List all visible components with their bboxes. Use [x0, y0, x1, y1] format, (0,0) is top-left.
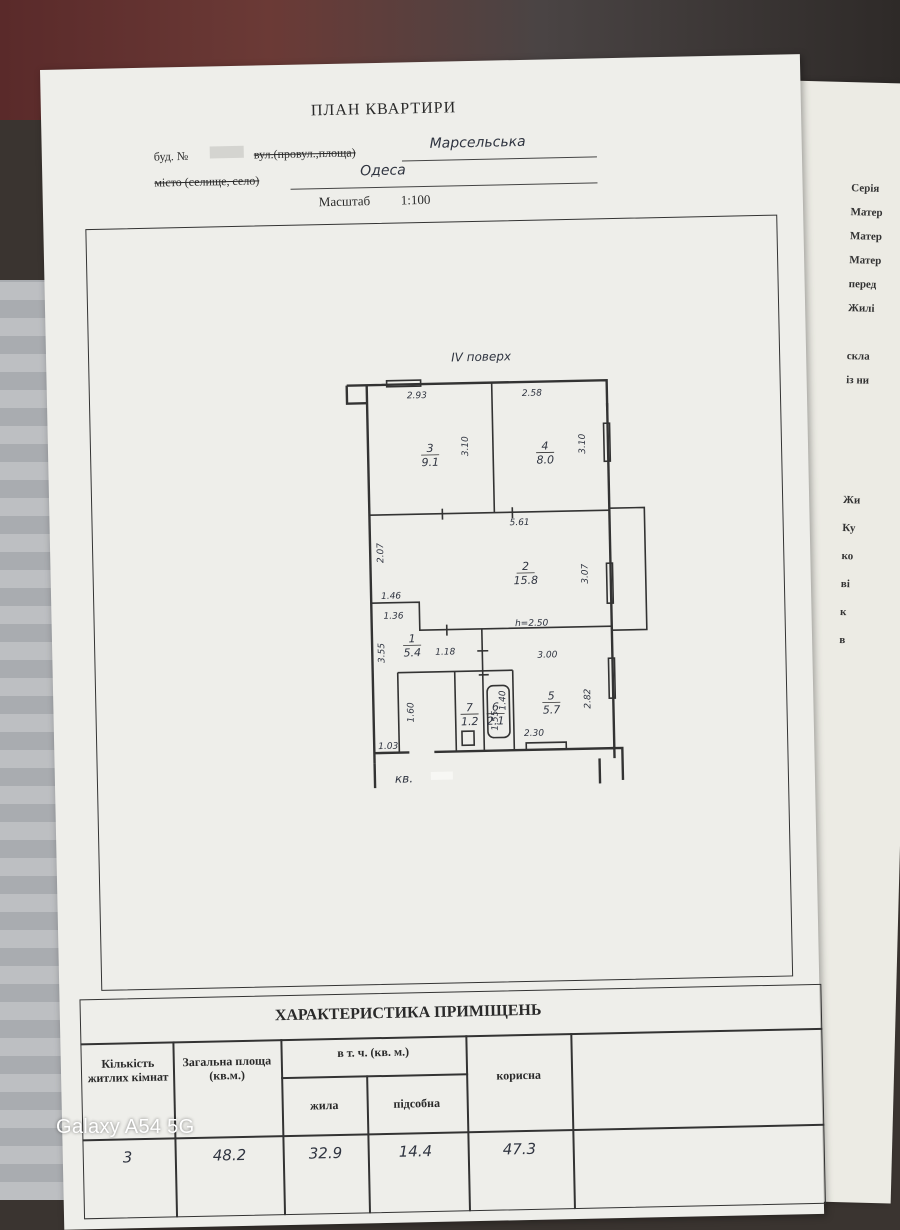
toilet-fixture [462, 731, 474, 745]
dimension-label: 1.40 [498, 690, 508, 711]
dimension-label: 2.82 [583, 688, 593, 709]
outer-wall [609, 748, 623, 780]
dimension-label: 1.60 [406, 702, 416, 723]
room-area: 5.4 [403, 646, 421, 659]
adjacent-text: перед [849, 278, 877, 291]
dimension-label: 3.10 [461, 436, 471, 457]
adjacent-text: скла [847, 350, 870, 363]
dimension-label: 1.03 [378, 742, 399, 752]
dimension-label: 2.93 [407, 391, 428, 401]
adjacent-text: із ни [846, 374, 869, 387]
balcony [609, 507, 647, 630]
partition-wall [455, 671, 457, 751]
outer-wall [347, 385, 367, 403]
apartment-label: кв. [395, 771, 413, 785]
characteristics-table: ХАРАКТЕРИСТИКА ПРИМІЩЕНЬ Кількість житли… [79, 984, 824, 1229]
outer-wall [375, 763, 376, 788]
dimension-label: 1.36 [383, 612, 404, 622]
adjacent-text: Матер [850, 230, 882, 243]
partition-wall [398, 673, 400, 753]
adjacent-text: в [839, 634, 845, 646]
room-area: 5.7 [543, 703, 561, 716]
floor-label: IV поверх [451, 349, 512, 364]
dimension-label: 3.07 [580, 563, 590, 584]
header-auxiliary: підсобна [367, 1095, 467, 1111]
camera-watermark: Galaxy A54 5G [56, 1116, 194, 1139]
adjacent-text: Серія [851, 182, 879, 195]
dimension-label: 1.55 [491, 710, 501, 731]
room-number: 2 [522, 560, 529, 573]
room-area: 1.2 [461, 715, 479, 728]
partition-wall [513, 670, 515, 750]
dimension-label: 3.00 [537, 650, 558, 660]
dimension-label: 5.61 [509, 518, 529, 528]
dimension-label: 3.10 [578, 433, 588, 454]
dimension-label: 1.18 [435, 647, 456, 657]
partition-wall [369, 510, 609, 515]
header-rooms-count: Кількість житлих кімнат [85, 1055, 172, 1085]
dimension-label: 2.30 [524, 729, 545, 739]
adjacent-text: Жилі [848, 302, 875, 315]
header-living: жила [282, 1097, 367, 1113]
adjacent-text: Ку [842, 522, 856, 534]
redaction-box [431, 772, 453, 780]
outer-wall [434, 748, 614, 752]
dimension-label: h=2.50 [515, 618, 549, 629]
adjacent-text: ко [841, 550, 853, 562]
room-area: 15.8 [513, 574, 538, 588]
outer-wall [374, 752, 409, 753]
dimension-label: 2.07 [376, 543, 386, 564]
room-number: 5 [548, 689, 555, 702]
room-number: 7 [466, 701, 473, 714]
value-auxiliary: 14.4 [399, 1142, 433, 1161]
header-total-area: Загальна площа (кв.м.) [177, 1053, 278, 1083]
partition-wall [492, 383, 495, 513]
header-useful: корисна [466, 1067, 571, 1083]
room-number: 4 [541, 439, 548, 452]
partition-wall [482, 629, 483, 671]
room-number: 3 [426, 442, 433, 455]
adjacent-text: ві [841, 578, 850, 590]
value-useful: 47.3 [503, 1140, 537, 1159]
room-area: 8.0 [536, 453, 554, 466]
room-number: 1 [408, 632, 415, 645]
partition-wall [371, 598, 612, 631]
dimension-label: 2.58 [522, 389, 543, 399]
value-living: 32.9 [309, 1144, 343, 1163]
outer-wall [367, 385, 375, 763]
outer-wall [347, 380, 608, 415]
value-total-area: 48.2 [213, 1146, 247, 1165]
adjacent-text: Жи [843, 494, 861, 506]
adjacent-text: к [840, 606, 847, 618]
outer-wall [600, 758, 601, 783]
value-rooms-count: 3 [123, 1148, 133, 1166]
adjacent-text: Матер [849, 254, 881, 267]
dimension-label: 1.46 [381, 592, 402, 602]
partition-wall [483, 671, 485, 751]
room-area: 9.1 [421, 456, 439, 469]
document-page: ПЛАН КВАРТИРИ буд. № вул.(провул.,площа)… [40, 54, 824, 1230]
adjacent-text: Матер [850, 206, 882, 219]
dimension-label: 3.55 [377, 643, 387, 664]
